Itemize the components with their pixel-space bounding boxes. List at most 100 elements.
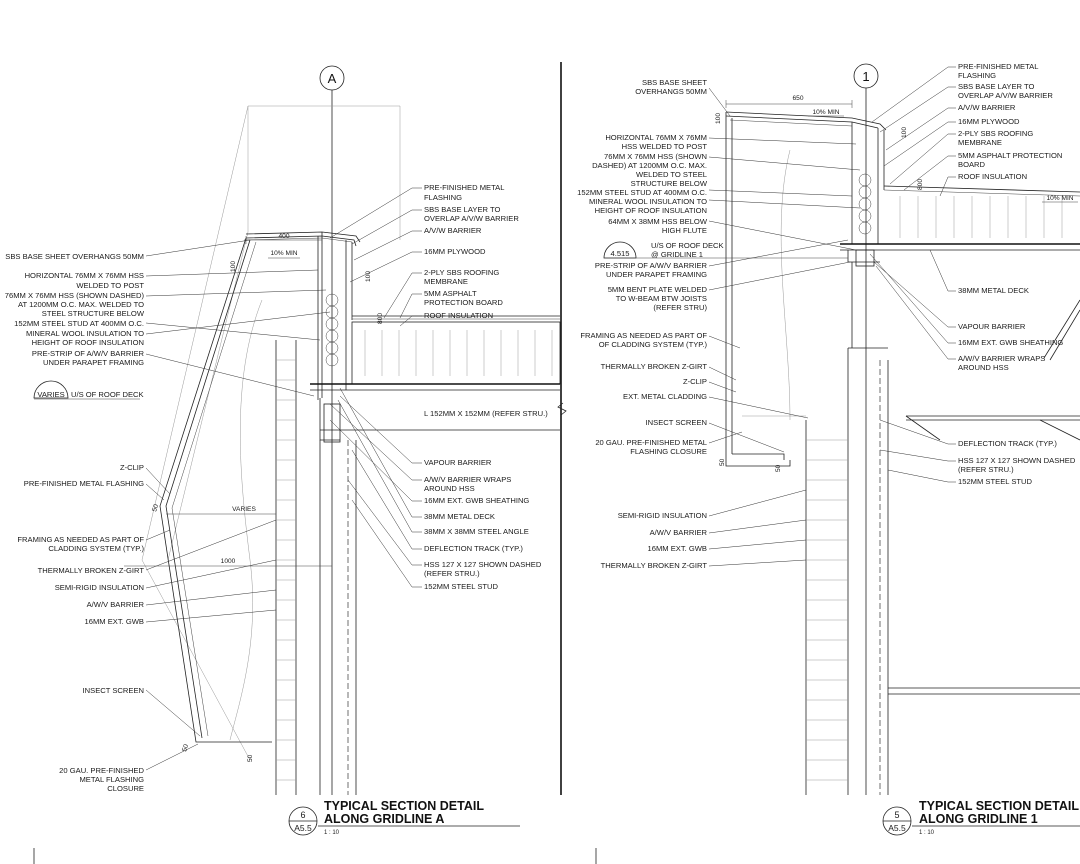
dim-50-b: 50 (181, 743, 190, 752)
callout-text: 16MM PLYWOOD (958, 117, 1020, 126)
callout-text: ROOF INSULATION (958, 172, 1027, 181)
callout-text: STRUCTURE BELOW (631, 179, 708, 188)
callout-text: A/W/V BARRIER WRAPS (958, 354, 1045, 363)
break-mark (557, 402, 567, 416)
callout-text: (REFER STRU.) (424, 569, 480, 578)
roof-deck-tag (33, 380, 69, 399)
callout-text: WELDED TO STEEL (636, 170, 707, 179)
callout-text: THERMALLY BROKEN Z-GIRT (601, 362, 708, 371)
callout-text: AROUND HSS (424, 484, 475, 493)
callout-text: 2-PLY SBS ROOFING (958, 129, 1033, 138)
callout-text: L 152MM X 152MM (REFER STRU.) (424, 409, 548, 418)
callout-text: HIGH FLUTE (662, 226, 707, 235)
left-detail-title-block: 6 A5.5 TYPICAL SECTION DETAIL ALONG GRID… (288, 799, 520, 836)
callout-text: Z-CLIP (683, 377, 707, 386)
detail-number: 6 (300, 810, 305, 820)
sheet-ref: A5.5 (888, 823, 906, 833)
deck-elev-text-1: U/S OF ROOF DECK (651, 241, 724, 250)
dim-400: 400 (278, 233, 289, 240)
callout-text: 38MM METAL DECK (424, 512, 495, 521)
dim-100-b: 100 (365, 271, 372, 282)
callout-text: PRE-STRIP OF A/W/V BARRIER (595, 261, 708, 270)
callout-text: METAL FLASHING (79, 775, 144, 784)
dim-650: 650 (792, 95, 803, 102)
callout-text: A/V/W BARRIER (424, 226, 482, 235)
dim-800: 800 (917, 179, 924, 190)
callout-text: A/V/W BARRIER (958, 103, 1016, 112)
callout-text: 5MM ASPHALT (424, 289, 477, 298)
callout-text: HSS 127 X 127 SHOWN DASHED (424, 560, 542, 569)
callout-text: FLASHING (958, 71, 996, 80)
callout-text: (REFER STRU) (653, 303, 707, 312)
callout-text: OVERLAP A/V/W BARRIER (958, 91, 1053, 100)
callout-text: 152MM STEEL STUD AT 400MM O.C. (577, 188, 707, 197)
right-detail-title-block: 5 A5.5 TYPICAL SECTION DETAIL ALONG GRID… (882, 799, 1080, 836)
dim-50-b: 50 (775, 464, 782, 472)
deck-elev-value: 4.515 (610, 249, 629, 258)
callout-text: 152MM STEEL STUD AT 400MM O.C. (14, 319, 144, 328)
callout-text: FRAMING AS NEEDED AS PART OF (17, 535, 144, 544)
callout-text: AROUND HSS (958, 363, 1009, 372)
detail-scale: 1 : 10 (919, 830, 935, 836)
callout-text: 5MM ASPHALT PROTECTION (958, 151, 1062, 160)
callout-text: DASHED) AT 1200MM O.C. MAX. (592, 161, 707, 170)
callout-text: PROTECTION BOARD (424, 298, 503, 307)
callout-text: VAPOUR BARRIER (424, 458, 492, 467)
dim-50-a: 50 (151, 503, 160, 512)
callout-text: 2-PLY SBS ROOFING (424, 268, 499, 277)
deck-elev-tag (603, 241, 637, 259)
callout-text: 5MM BENT PLATE WELDED (608, 285, 708, 294)
dim-100-b: 100 (901, 127, 908, 138)
right-detail-left-callouts: SBS BASE SHEET OVERHANGS 50MM HORIZONTAL… (577, 78, 861, 570)
callout-text: 16MM EXT. GWB SHEATHING (958, 338, 1063, 347)
callout-text: HORIZONTAL 76MM X 76MM HSS (25, 271, 144, 280)
callout-text: MINERAL WOOL INSULATION TO (589, 197, 707, 206)
callout-text: 16MM EXT. GWB SHEATHING (424, 496, 529, 505)
callout-text: PRE-FINISHED METAL (424, 183, 504, 192)
callout-text: FRAMING AS NEEDED AS PART OF (580, 331, 707, 340)
callout-text: MEMBRANE (424, 277, 468, 286)
callout-text: 152MM STEEL STUD (958, 477, 1033, 486)
callout-text: SBS BASE LAYER TO (424, 205, 500, 214)
callout-text: 38MM METAL DECK (958, 286, 1029, 295)
callout-text: HORIZONTAL 76MM X 76MM (605, 133, 707, 142)
callout-text: HSS WELDED TO POST (622, 142, 708, 151)
detail-number: 5 (894, 810, 899, 820)
callout-text: 16MM EXT. GWB (85, 617, 145, 626)
callout-text: HEIGHT OF ROOF INSULATION (32, 338, 144, 347)
dim-varies: VARIES (232, 506, 256, 513)
dim-1000: 1000 (221, 558, 236, 565)
right-detail-right-callouts: PRE-FINISHED METAL FLASHING SBS BASE LAY… (869, 62, 1076, 486)
callout-text: OF CLADDING SYSTEM (TYP.) (599, 340, 708, 349)
callout-text: SBS BASE SHEET OVERHANGS 50MM (5, 252, 144, 261)
detail-title-line1: TYPICAL SECTION DETAIL (919, 799, 1079, 813)
callout-text: STEEL STRUCTURE BELOW (42, 309, 145, 318)
callout-text: UNDER PARAPET FRAMING (43, 358, 144, 367)
callout-text: BOARD (958, 160, 986, 169)
callout-text: SBS BASE SHEET (642, 78, 707, 87)
callout-text: UNDER PARAPET FRAMING (606, 270, 707, 279)
callout-text: SEMI-RIGID INSULATION (55, 583, 144, 592)
callout-text: INSECT SCREEN (83, 686, 144, 695)
callout-text: WELDED TO POST (76, 281, 144, 290)
callout-text: THERMALLY BROKEN Z-GIRT (601, 561, 708, 570)
slope-label: 10% MIN (270, 250, 297, 257)
grid-bubble-1-label: 1 (862, 69, 869, 84)
dim-100-a: 100 (230, 261, 237, 272)
dim-50-a: 50 (719, 458, 726, 466)
callout-text: HEIGHT OF ROOF INSULATION (595, 206, 707, 215)
callout-text: 76MM X 76MM HSS (SHOWN (604, 152, 707, 161)
left-detail-left-callouts: SBS BASE SHEET OVERHANGS 50MM HORIZONTAL… (5, 239, 331, 793)
callout-text: EXT. METAL CLADDING (623, 392, 707, 401)
callout-text: FLASHING (424, 193, 462, 202)
callout-text: 20 GAU. PRE-FINISHED METAL (595, 438, 707, 447)
callout-text: HSS 127 X 127 SHOWN DASHED (958, 456, 1076, 465)
roof-deck-tag-text: VARIES (37, 390, 64, 399)
callout-text: VAPOUR BARRIER (958, 322, 1026, 331)
detail-title-line2: ALONG GRIDLINE 1 (919, 812, 1038, 826)
callout-text: A/W/V BARRIER WRAPS (424, 475, 511, 484)
callout-text: DEFLECTION TRACK (TYP.) (958, 439, 1057, 448)
dim-800: 800 (377, 313, 384, 324)
callout-text: 38MM X 38MM STEEL ANGLE (424, 527, 529, 536)
